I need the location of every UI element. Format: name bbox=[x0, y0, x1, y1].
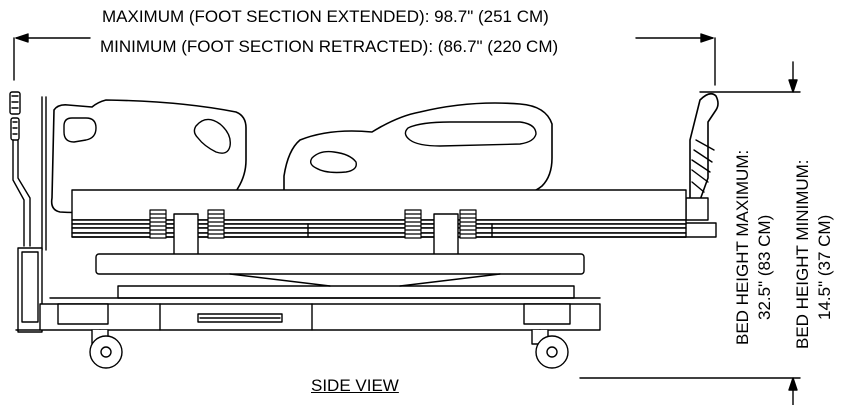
caster-wheels bbox=[89, 329, 569, 369]
bed-frame bbox=[49, 253, 601, 299]
lift-columns bbox=[173, 213, 459, 259]
height-dimension-line bbox=[579, 61, 801, 405]
iv-pole bbox=[9, 91, 47, 251]
deck-springs bbox=[149, 209, 477, 239]
bed-base bbox=[15, 303, 601, 331]
length-dimension-line bbox=[13, 33, 716, 86]
length-min-dimension: MINIMUM (FOOT SECTION RETRACTED): (86.7"… bbox=[100, 37, 559, 56]
height-max-label: BED HEIGHT MAXIMUM: bbox=[733, 149, 752, 345]
height-max-value: 32.5" (83 CM) bbox=[755, 214, 774, 320]
height-min-value: 14.5" (37 CM) bbox=[815, 214, 834, 320]
head-end-column bbox=[17, 247, 43, 333]
bed-deck bbox=[71, 189, 687, 238]
length-max-dimension: MAXIMUM (FOOT SECTION EXTENDED): 98.7" (… bbox=[102, 7, 549, 26]
height-min-label: BED HEIGHT MINIMUM: bbox=[793, 159, 812, 349]
view-title: SIDE VIEW bbox=[311, 376, 399, 395]
